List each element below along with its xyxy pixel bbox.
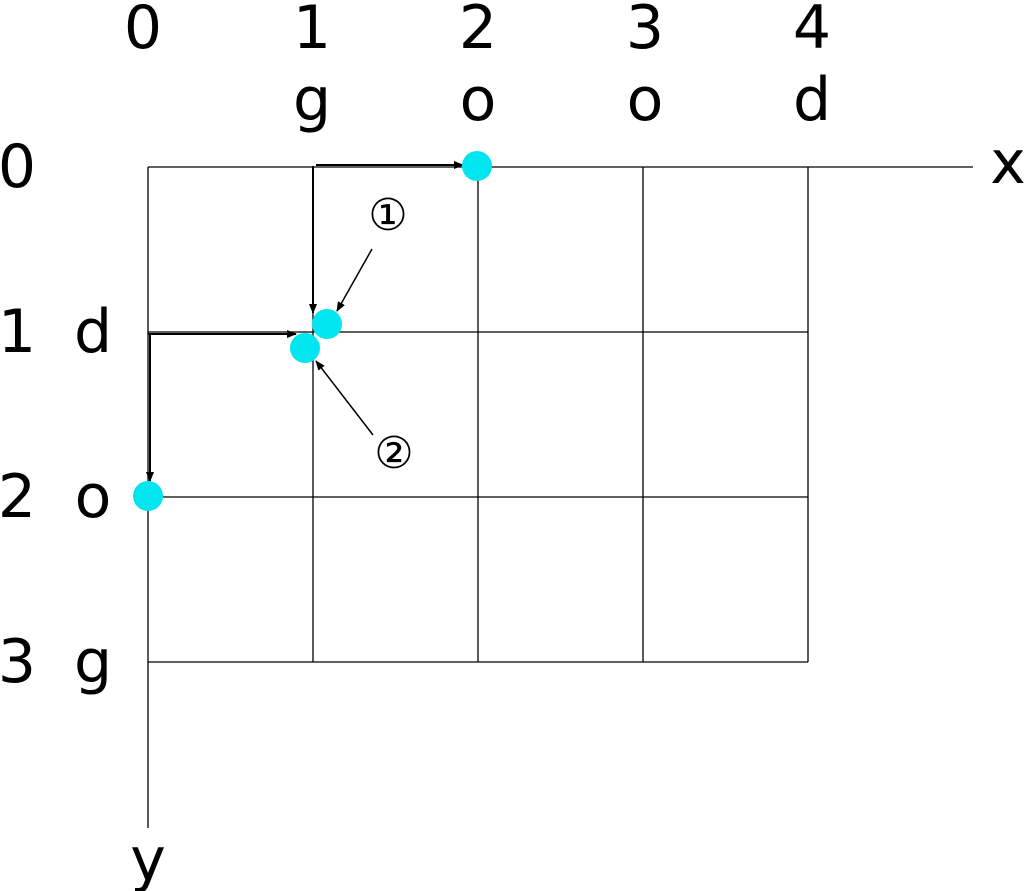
point-marker-icon xyxy=(462,151,492,181)
x-number-3: 3 xyxy=(626,0,664,63)
point-marker-icon xyxy=(290,333,320,363)
x-letter-2: o xyxy=(460,65,497,135)
marker-1-label: ① xyxy=(368,190,407,241)
x-letter-3: o xyxy=(627,65,664,135)
y-axis-label: y xyxy=(130,825,166,891)
x-number-2: 2 xyxy=(459,0,497,63)
x-axis-label: x xyxy=(990,128,1024,198)
y-letter-2: o xyxy=(75,462,112,532)
arrow-icon xyxy=(315,360,374,436)
y-letter-1: d xyxy=(74,297,112,367)
y-number-3: 3 xyxy=(0,627,36,697)
y-letter-3: g xyxy=(74,627,112,697)
callout-arrows xyxy=(315,248,374,436)
arrow-icon xyxy=(336,248,373,312)
y-number-1: 1 xyxy=(0,297,36,367)
y-number-2: 2 xyxy=(0,462,36,532)
grid-lines xyxy=(147,166,973,828)
x-number-1: 1 xyxy=(293,0,331,63)
y-number-0: 0 xyxy=(0,132,36,202)
marker-2-label: ② xyxy=(374,428,413,479)
x-number-4: 4 xyxy=(793,0,831,63)
x-number-0: 0 xyxy=(124,0,162,63)
point-marker-icon xyxy=(133,481,163,511)
x-letter-1: g xyxy=(293,65,331,135)
x-letter-4: d xyxy=(793,65,831,135)
point-marker-icon xyxy=(312,309,342,339)
path-arrows xyxy=(146,161,464,482)
